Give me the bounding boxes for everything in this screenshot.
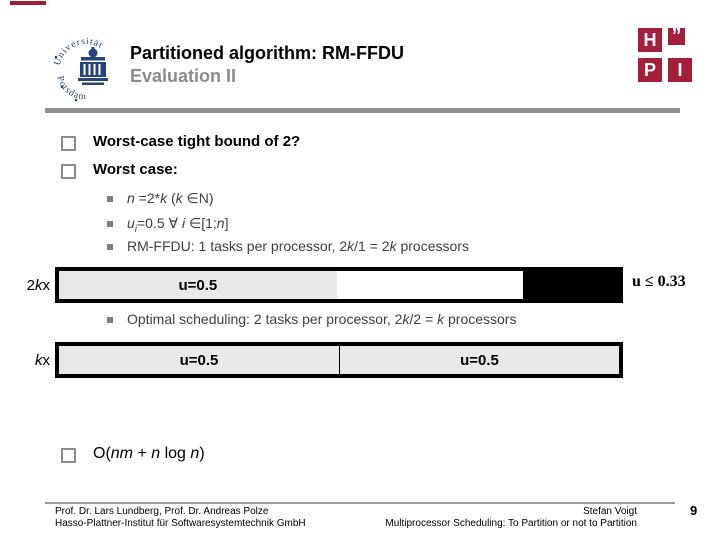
hpi-logo-square-quote: ” <box>668 26 685 46</box>
sub-bullet-n-text: n =2*k (k ∈N) <box>127 190 214 206</box>
title-block: Partitioned algorithm: RM-FFDU Evaluatio… <box>130 42 404 88</box>
bullet-worst-case: Worst case: <box>61 161 178 179</box>
sub-bullet-optimal-text: Optimal scheduling: 2 tasks per processo… <box>127 311 517 327</box>
bar1-annotation: u ≤ 0.33 <box>632 273 686 290</box>
bullet-complexity-text: O(nm + n log n) <box>93 445 205 462</box>
footer-authors: Prof. Dr. Lars Lundberg, Prof. Dr. Andre… <box>55 506 306 530</box>
building-icon <box>78 47 108 85</box>
small-square-bullet-icon <box>107 317 113 323</box>
small-square-bullet-icon <box>107 196 113 202</box>
sub-bullet-rmffdu-text: RM-FFDU: 1 tasks per processor, 2k/1 = 2… <box>127 238 469 254</box>
footer-presentation-info: Stefan Voigt Multiprocessor Scheduling: … <box>385 506 637 530</box>
hpi-logo-square-h: H <box>638 28 662 52</box>
header-divider <box>45 108 680 113</box>
bar-segment <box>523 271 619 299</box>
small-square-bullet-icon <box>107 221 113 227</box>
footer-divider <box>45 502 675 504</box>
bar-segment: u=0.5 <box>339 346 619 374</box>
hpi-logo: H ” P I <box>638 26 692 82</box>
footer-authors-line1: Prof. Dr. Lars Lundberg, Prof. Dr. Andre… <box>55 506 269 517</box>
bullet-worst-bound-text: Worst-case tight bound of 2? <box>93 133 301 150</box>
bullet-worst-case-text: Worst case: <box>93 161 178 178</box>
hpi-logo-square-p: P <box>638 58 662 82</box>
sub-bullet-optimal: Optimal scheduling: 2 tasks per processo… <box>107 311 516 327</box>
page-title: Partitioned algorithm: RM-FFDU <box>130 43 404 63</box>
square-bullet-icon <box>61 164 76 179</box>
small-square-bullet-icon <box>107 244 113 250</box>
top-accent-bar <box>10 1 46 5</box>
sub-bullet-utilization-text: ui=0.5 ∀ i ∈[1;n] <box>127 215 229 235</box>
sub-bullet-utilization: ui=0.5 ∀ i ∈[1;n] <box>107 215 228 235</box>
sub-bullet-n: n =2*k (k ∈N) <box>107 190 214 207</box>
footer-presentation-title: Multiprocessor Scheduling: To Partition … <box>385 518 637 529</box>
bar-segment <box>336 271 524 299</box>
sub-bullet-rmffdu: RM-FFDU: 1 tasks per processor, 2k/1 = 2… <box>107 238 469 254</box>
bar1-diagram: u=0.5 <box>55 267 623 303</box>
square-bullet-icon <box>61 136 76 151</box>
university-logo-graphic: Universität Potsdam <box>53 37 108 102</box>
bullet-complexity: O(nm + n log n) <box>61 445 205 463</box>
bar2-label: k x <box>35 351 50 369</box>
bullet-worst-bound: Worst-case tight bound of 2? <box>61 133 300 151</box>
page-number: 9 <box>690 503 698 518</box>
bar-segment: u=0.5 <box>59 346 339 374</box>
hpi-logo-square-i: I <box>668 58 692 82</box>
bar-segment: u=0.5 <box>59 271 337 299</box>
footer-presenter: Stefan Voigt <box>583 506 637 517</box>
square-bullet-icon <box>61 448 76 463</box>
page-subtitle: Evaluation II <box>130 66 237 86</box>
footer-authors-line2: Hasso-Plattner-Institut für Softwaresyst… <box>55 518 306 529</box>
university-logo: Universität Potsdam <box>48 27 124 110</box>
